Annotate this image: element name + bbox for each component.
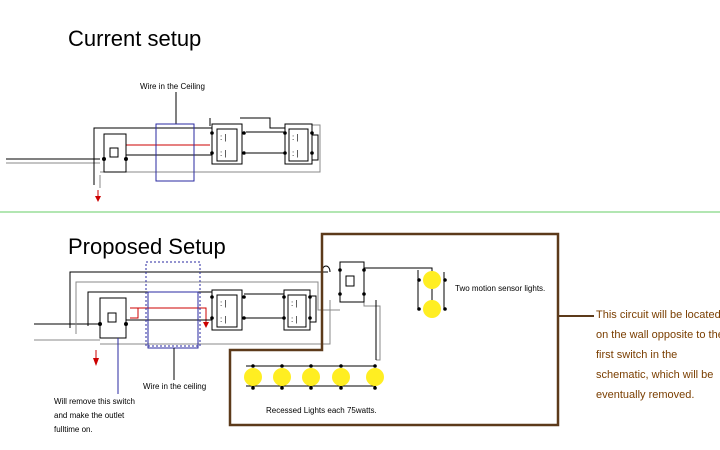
svg-text:: |: : | bbox=[220, 299, 227, 308]
svg-text:: |: : | bbox=[291, 299, 298, 308]
recessed-light-5 bbox=[366, 368, 384, 386]
current-ceiling-box bbox=[155, 123, 195, 182]
svg-text:: |: : | bbox=[291, 315, 298, 324]
svg-text:: |: : | bbox=[220, 315, 227, 324]
proposed-setup-title: Proposed Setup bbox=[68, 234, 226, 259]
circuit-note-line-3: first switch in the bbox=[596, 349, 677, 361]
current-switch-toggle bbox=[109, 147, 119, 158]
current-outlet-2: : | : | bbox=[283, 123, 314, 165]
circuit-note-line-4: schematic, which will be bbox=[596, 369, 713, 381]
svg-text:: |: : | bbox=[292, 133, 299, 142]
svg-text:: |: : | bbox=[220, 149, 227, 158]
remove-note-line-2: and make the outlet bbox=[54, 411, 125, 420]
motion-light-2 bbox=[423, 300, 441, 318]
proposed-ground-arrow bbox=[93, 358, 99, 366]
circuit-note-line-2: on the wall opposite to the bbox=[596, 329, 720, 341]
proposed-old-switch-toggle bbox=[107, 312, 117, 323]
recessed-lights bbox=[244, 364, 384, 390]
motion-lights-label: Two motion sensor lights. bbox=[455, 284, 545, 293]
recessed-light-4 bbox=[332, 368, 350, 386]
current-ground-arrow bbox=[95, 196, 101, 202]
proposed-outlet-1: : | : | bbox=[210, 289, 246, 331]
current-wiring bbox=[6, 117, 321, 188]
recessed-light-3 bbox=[302, 368, 320, 386]
svg-text:: |: : | bbox=[220, 133, 227, 142]
current-setup-title: Current setup bbox=[68, 26, 201, 51]
proposed-ceiling-label: Wire in the ceiling bbox=[143, 382, 206, 391]
current-outlet-1: : | : | bbox=[210, 123, 246, 165]
circuit-note-line-1: This circuit will be located bbox=[596, 309, 720, 321]
proposed-wiring bbox=[34, 265, 445, 387]
circuit-note-line-5: eventually removed. bbox=[596, 389, 694, 401]
recessed-light-1 bbox=[244, 368, 262, 386]
new-circuit-enclosure bbox=[228, 232, 560, 427]
proposed-ceiling-box bbox=[147, 291, 199, 349]
remove-note-line-3: fulltime on. bbox=[54, 425, 93, 434]
svg-text:: |: : | bbox=[292, 149, 299, 158]
remove-note-line-1: Will remove this switch bbox=[54, 397, 135, 406]
recessed-light-2 bbox=[273, 368, 291, 386]
recessed-lights-label: Recessed Lights each 75watts. bbox=[266, 406, 377, 415]
motion-light-1 bbox=[423, 271, 441, 289]
proposed-ceiling-outline bbox=[145, 261, 201, 347]
current-ceiling-label: Wire in the Ceiling bbox=[140, 82, 205, 91]
proposed-outlet-2: : | : | bbox=[282, 289, 312, 331]
